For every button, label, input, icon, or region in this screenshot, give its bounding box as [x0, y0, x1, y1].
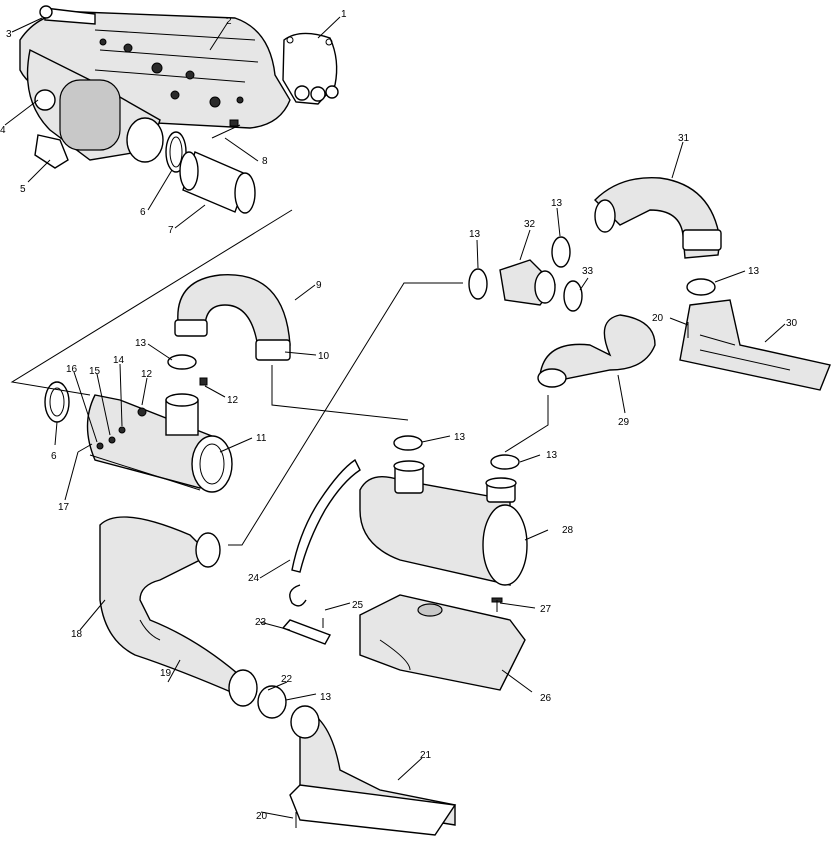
callout-24: 24 [248, 573, 260, 584]
callout-12-right: 12 [227, 395, 239, 406]
callout-16: 16 [66, 364, 78, 375]
elbow-32 [499, 259, 556, 306]
callout-12-left: 12 [141, 369, 153, 380]
callout-27: 27 [540, 604, 552, 615]
muffler-canister-28 [359, 460, 528, 586]
callout-labels: 1 2 3 4 5 6 7 8 9 10 11 12 12 13 14 15 1… [0, 9, 798, 822]
callout-30: 30 [786, 318, 798, 329]
callout-2: 2 [226, 16, 232, 27]
callout-26: 26 [540, 693, 552, 704]
callout-29: 29 [618, 417, 630, 428]
clamp-13-canister-a [393, 435, 423, 451]
bracket-22 [281, 619, 332, 645]
stud-bolt [211, 119, 241, 139]
callout-22: 22 [281, 674, 293, 685]
pipe-31 [594, 176, 722, 259]
callout-4: 4 [0, 125, 6, 136]
clamp-13-lower [257, 685, 287, 719]
callout-6-left: 6 [51, 451, 57, 462]
callout-3: 3 [6, 29, 12, 40]
callout-8: 8 [262, 156, 268, 167]
strap-24 [291, 458, 361, 573]
u-hose-29 [537, 314, 656, 388]
clamp-13-canister-b [490, 454, 520, 470]
callout-17: 17 [58, 502, 70, 513]
pickup-plate-30 [679, 299, 831, 391]
callout-1: 1 [341, 9, 347, 20]
callout-13-canister-b: 13 [546, 450, 558, 461]
callout-13-muffler11: 13 [135, 338, 147, 349]
pickup-plate-21 [289, 705, 457, 836]
muffler-11 [86, 393, 233, 493]
callout-7: 7 [168, 225, 174, 236]
callout-19: 19 [160, 668, 172, 679]
clip-23 [289, 584, 307, 607]
manifold-elbow-body [26, 48, 164, 169]
callout-5: 5 [20, 184, 26, 195]
callout-6-top: 6 [140, 207, 146, 218]
callout-21: 21 [420, 750, 432, 761]
callout-10: 10 [318, 351, 330, 362]
clamp-6-left [44, 381, 70, 423]
clamp-13-right [686, 278, 716, 296]
callout-13-lower: 13 [320, 692, 332, 703]
clamp-13-muffler11 [167, 354, 197, 370]
callout-23: 23 [255, 617, 267, 628]
callout-28: 28 [562, 525, 574, 536]
fasteners-left [77, 377, 208, 453]
callout-33: 33 [582, 266, 594, 277]
callout-31: 31 [678, 133, 690, 144]
callout-14: 14 [113, 355, 125, 366]
coupler-sleeve [179, 151, 256, 214]
callout-18: 18 [71, 629, 83, 640]
lower-hose-18-19 [99, 516, 258, 707]
u-hose-9 [174, 274, 291, 361]
bolt-27 [491, 597, 503, 612]
callout-25: 25 [352, 600, 364, 611]
callout-13-pipe31: 13 [551, 198, 563, 209]
leader-lines [4, 16, 786, 819]
callout-20-lower: 20 [256, 811, 268, 822]
clamp-13-elbow [468, 268, 488, 300]
manifold-gasket [282, 32, 339, 105]
callout-9: 9 [316, 280, 322, 291]
callout-13-right: 13 [748, 266, 760, 277]
callout-15: 15 [89, 366, 101, 377]
clamp-33 [563, 280, 583, 312]
callout-11: 11 [256, 433, 267, 444]
tray-26 [359, 594, 526, 691]
callout-32: 32 [524, 219, 536, 230]
callout-20-right: 20 [652, 313, 664, 324]
callout-13-canister-a: 13 [454, 432, 466, 443]
clamp-13-pipe31 [551, 236, 571, 268]
callout-13-elbow: 13 [469, 229, 481, 240]
